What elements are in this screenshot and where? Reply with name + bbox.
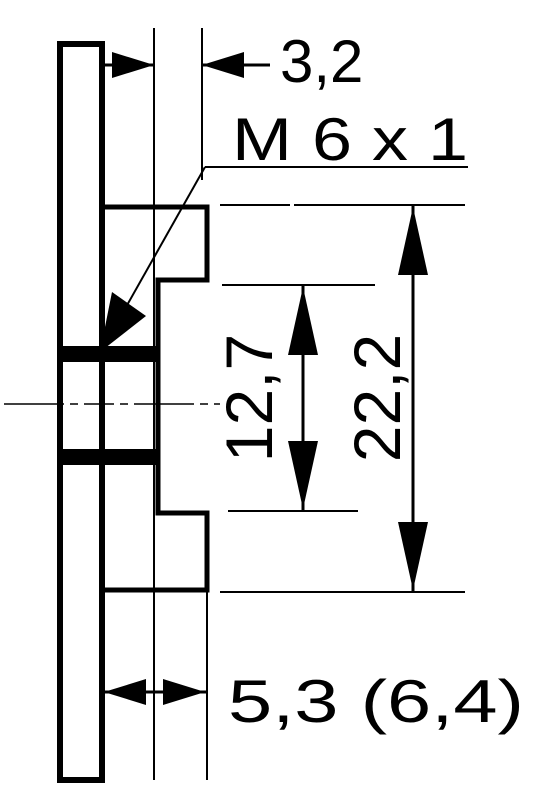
arrow-large-bottom <box>398 522 428 590</box>
plate <box>57 41 105 783</box>
thread-band-top <box>60 346 160 362</box>
label-small-step: 12,7 <box>212 334 286 462</box>
arrow-gap-left <box>112 52 154 78</box>
stepped-part-outline <box>102 204 210 593</box>
arrow-gap-right <box>202 52 244 78</box>
thread-band-bottom <box>60 449 160 465</box>
label-large-step: 22,2 <box>340 334 414 462</box>
arrow-small-top <box>288 287 318 355</box>
arrow-base-left <box>104 679 146 705</box>
arrow-base-right <box>163 679 205 705</box>
label-thread: M 6 x 1 <box>232 106 468 173</box>
arrow-small-bottom <box>288 441 318 509</box>
label-gap-width: 3,2 <box>280 28 363 95</box>
arrow-large-top <box>398 207 428 275</box>
label-base-width: 5,3 (6,4) <box>228 668 524 735</box>
thread-leader-arrow <box>100 292 146 352</box>
